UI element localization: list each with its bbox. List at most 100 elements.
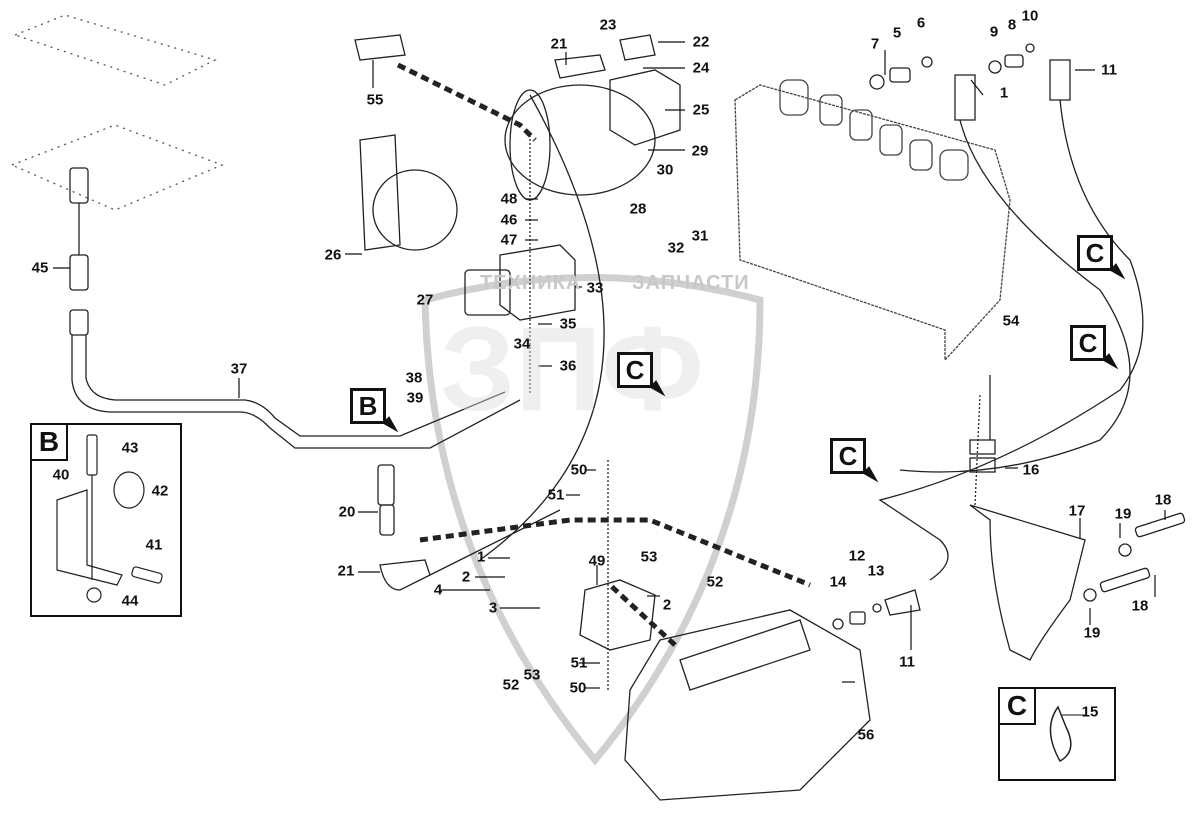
cable-tie-15 bbox=[1049, 705, 1072, 763]
callout-38: 38 bbox=[405, 369, 423, 387]
callout-21: 21 bbox=[550, 35, 568, 53]
callout-42: 42 bbox=[151, 482, 169, 500]
callout-48: 48 bbox=[500, 190, 518, 208]
pipe-37 bbox=[71, 335, 521, 449]
callout-19-lower: 19 bbox=[1083, 624, 1101, 642]
callout-28: 28 bbox=[629, 200, 647, 218]
callout-13: 13 bbox=[867, 562, 885, 580]
callout-4: 4 bbox=[433, 581, 443, 599]
callout-49: 49 bbox=[588, 552, 606, 570]
bolt-18-lower bbox=[1099, 567, 1151, 593]
callout-52-lower: 52 bbox=[502, 676, 520, 694]
callout-12: 12 bbox=[848, 547, 866, 565]
oring-10 bbox=[1025, 43, 1035, 53]
callout-51-upper: 51 bbox=[547, 486, 565, 504]
callout-24: 24 bbox=[692, 59, 710, 77]
callout-7: 7 bbox=[870, 35, 880, 53]
nut-44 bbox=[86, 587, 102, 603]
bolt-41 bbox=[131, 566, 163, 584]
callout-30: 30 bbox=[656, 161, 674, 179]
part-45-upper bbox=[69, 167, 89, 204]
valve-block-25 bbox=[609, 69, 681, 146]
oring-7 bbox=[869, 74, 885, 90]
callout-3: 3 bbox=[488, 599, 498, 617]
callout-11-lower: 11 bbox=[899, 653, 915, 671]
callout-44: 44 bbox=[121, 592, 139, 610]
callout-9: 9 bbox=[989, 23, 999, 41]
callout-16: 16 bbox=[1022, 461, 1040, 479]
callout-20: 20 bbox=[338, 503, 356, 521]
hose-55 bbox=[354, 34, 406, 61]
fitting-8 bbox=[1004, 54, 1024, 68]
inset-c-lineart bbox=[1049, 705, 1085, 763]
oring-6 bbox=[921, 56, 933, 68]
callout-50-lower: 50 bbox=[569, 679, 587, 697]
accumulator bbox=[504, 84, 656, 196]
fitting-5 bbox=[889, 67, 911, 83]
hose-11-top bbox=[1049, 59, 1071, 101]
inset-c-label: C bbox=[1000, 689, 1036, 725]
callout-34: 34 bbox=[513, 335, 531, 353]
callout-25: 25 bbox=[692, 101, 710, 119]
floor-panel-lower bbox=[10, 124, 224, 211]
callout-23: 23 bbox=[599, 16, 617, 34]
callout-2-right: 2 bbox=[662, 596, 672, 614]
callout-1: 1 bbox=[999, 84, 1009, 102]
clamp-bracket-26 bbox=[359, 134, 401, 251]
callout-31: 31 bbox=[691, 227, 709, 245]
section-tag-c-3: C bbox=[617, 352, 653, 388]
solenoid-valve-33 bbox=[499, 244, 576, 321]
section-tag-c-2: C bbox=[1070, 325, 1106, 361]
hose-21-top bbox=[554, 54, 606, 79]
callout-50-upper: 50 bbox=[570, 461, 588, 479]
callout-1-lower: 1 bbox=[476, 548, 486, 566]
solenoid-coil bbox=[464, 269, 511, 316]
inset-b: B bbox=[30, 423, 182, 617]
callout-29: 29 bbox=[691, 142, 709, 160]
callout-40: 40 bbox=[52, 466, 70, 484]
section-tag-c-1: C bbox=[1077, 235, 1113, 271]
callout-11: 11 bbox=[1101, 61, 1117, 79]
callout-2-left: 2 bbox=[461, 568, 471, 586]
bracket-17 bbox=[969, 504, 1086, 661]
callout-10: 10 bbox=[1021, 7, 1039, 25]
watermark-brand-left: ТЕХНИКА bbox=[480, 272, 582, 294]
callout-32: 32 bbox=[667, 239, 685, 257]
callout-18-lower: 18 bbox=[1131, 597, 1149, 615]
callout-39: 39 bbox=[406, 389, 424, 407]
callout-43: 43 bbox=[121, 439, 139, 457]
elbow-21 bbox=[379, 559, 431, 591]
callout-53-lower: 53 bbox=[523, 666, 541, 684]
inset-b-lineart bbox=[56, 434, 163, 603]
callout-37: 37 bbox=[230, 360, 248, 378]
oring-13 bbox=[872, 603, 882, 613]
watermark-brand-right: ЗАПЧАСТИ bbox=[632, 272, 750, 294]
callout-22: 22 bbox=[692, 33, 710, 51]
clamp-16 bbox=[969, 439, 996, 455]
section-tag-b: B bbox=[350, 388, 386, 424]
callout-19-upper: 19 bbox=[1114, 505, 1132, 523]
floor-panel-upper bbox=[13, 14, 217, 86]
hose-11-bottom bbox=[884, 589, 921, 616]
callout-26: 26 bbox=[324, 246, 342, 264]
callout-8: 8 bbox=[1007, 16, 1017, 34]
washer-19-lower bbox=[1083, 588, 1097, 602]
oring-9 bbox=[988, 60, 1002, 74]
clamp-band bbox=[372, 169, 458, 251]
callout-55: 55 bbox=[366, 91, 384, 109]
control-valve-54 bbox=[734, 84, 1011, 362]
inset-c: C bbox=[998, 687, 1116, 781]
callout-27: 27 bbox=[416, 291, 434, 309]
fitting-12 bbox=[849, 611, 866, 625]
callout-17: 17 bbox=[1068, 502, 1086, 520]
manifold-block-49 bbox=[579, 579, 656, 651]
callout-46: 46 bbox=[500, 211, 518, 229]
callout-47: 47 bbox=[500, 231, 518, 249]
inset-b-label: B bbox=[32, 425, 68, 461]
bushing-42 bbox=[113, 471, 145, 509]
callout-41: 41 bbox=[145, 536, 163, 554]
pilot-line bbox=[479, 94, 605, 561]
callout-51-lower: 51 bbox=[570, 654, 588, 672]
callout-53-upper: 53 bbox=[640, 548, 658, 566]
